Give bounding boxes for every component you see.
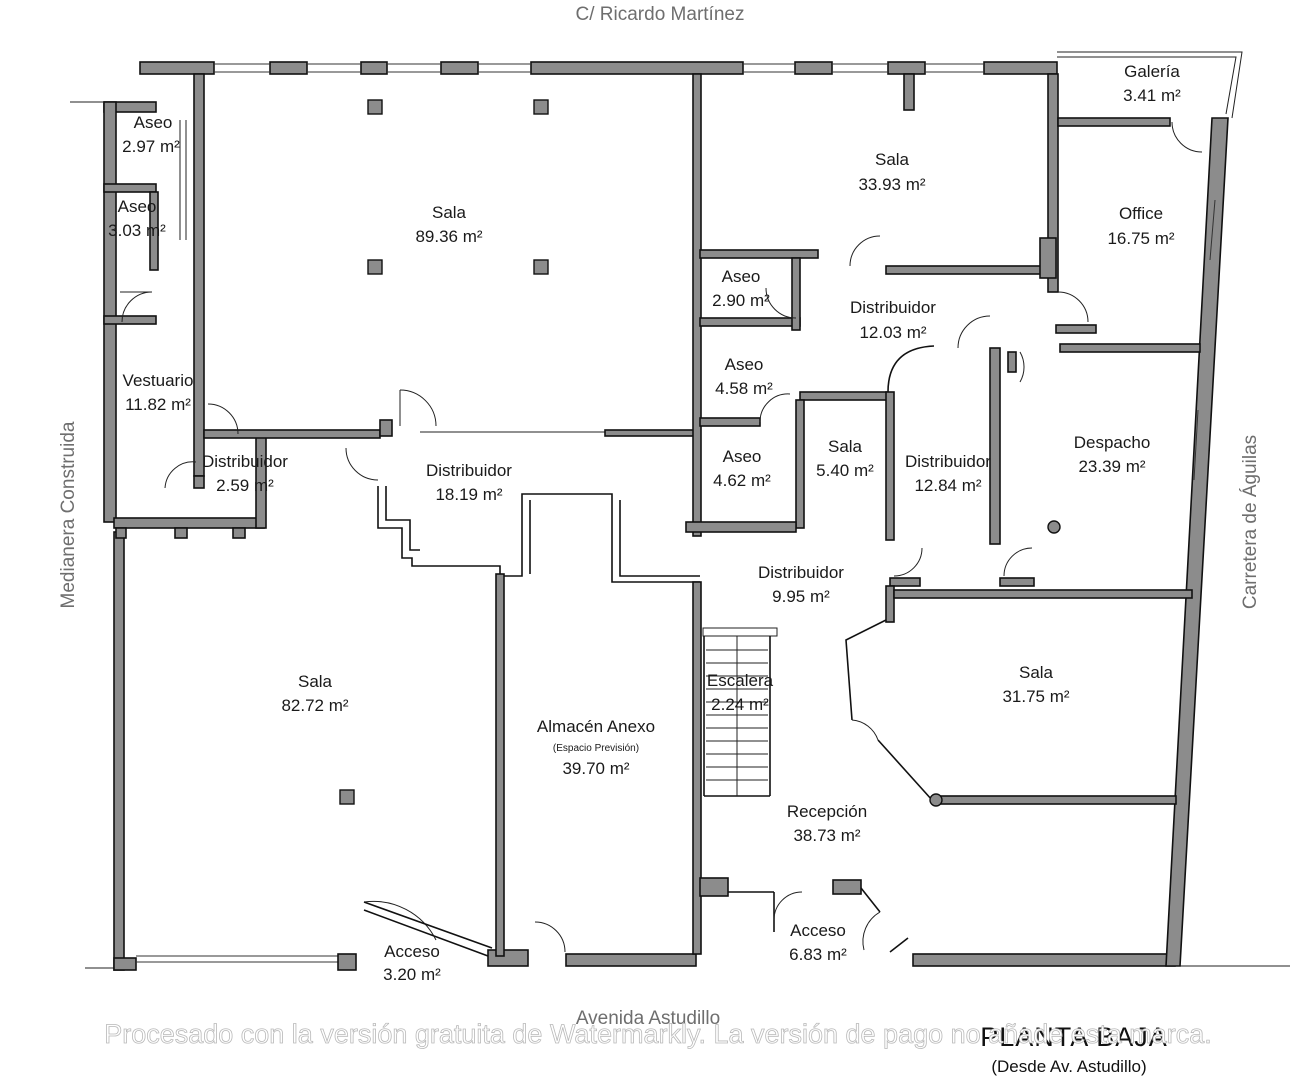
room-area: 3.41 m² [1123,86,1181,105]
room-name: Almacén Anexo [537,717,655,736]
pillars [339,99,1061,805]
room-area: 5.40 m² [816,461,874,480]
room-name: Sala [432,203,467,222]
room-name: Acceso [384,942,440,961]
room-name: Sala [828,437,863,456]
room-name: Aseo [722,267,761,286]
room-name: Sala [1019,663,1054,682]
room-area: 6.83 m² [789,945,847,964]
room-area: 23.39 m² [1078,457,1145,476]
room-name: Acceso [790,921,846,940]
street-left-label: Medianera Construida [58,421,79,608]
street-right-label: Carretera de Águilas [1240,435,1261,609]
room-name: Sala [875,150,910,169]
room-name: Aseo [118,197,157,216]
outer-walls [70,51,1290,971]
room-area: 89.36 m² [415,227,482,246]
room-area: 2.90 m² [712,291,770,310]
door-swings [120,121,1203,957]
room-area: 4.62 m² [713,471,771,490]
plan-subtitle: (Desde Av. Astudillo) [991,1057,1146,1076]
room-area: 2.59 m² [216,476,274,495]
room-name: Distribuidor [426,461,512,480]
room-area: 16.75 m² [1107,229,1174,248]
room-name: Aseo [134,113,173,132]
room-name: Escalera [707,671,774,690]
room-name: Aseo [723,447,762,466]
room-name: Recepción [787,802,867,821]
room-area: 9.95 m² [772,587,830,606]
room-area: 38.73 m² [793,826,860,845]
plan-title: PLANTA BAJA [980,1022,1168,1052]
room-area: 12.84 m² [914,476,981,495]
room-note: (Espacio Previsión) [553,743,639,754]
room-name: Aseo [725,355,764,374]
room-name: Sala [298,672,333,691]
room-area: 4.58 m² [715,379,773,398]
room-name: Galería [1124,62,1180,81]
room-name: Distribuidor [202,452,288,471]
room-area: 11.82 m² [125,395,191,414]
room-area: 2.24 m² [711,695,769,714]
room-area: 82.72 m² [281,696,348,715]
room-area: 18.19 m² [435,485,502,504]
room-labels: Aseo 2.97 m² Aseo 3.03 m² Vestuario 11.8… [108,62,1181,984]
watermark-text: Procesado con la versión gratuita de Wat… [104,1019,1212,1049]
room-area: 3.03 m² [108,221,166,240]
street-bottom-label: Avenida Astudillo [576,1008,720,1029]
room-area: 33.93 m² [858,175,925,194]
room-area: 3.20 m² [383,965,441,984]
room-area: 31.75 m² [1002,687,1069,706]
room-name: Despacho [1074,433,1151,452]
stair-treads [706,636,768,796]
room-name: Office [1119,204,1163,223]
room-area: 2.97 m² [122,137,180,156]
interior-walls [103,73,1201,957]
street-top-label: C/ Ricardo Martínez [576,4,745,25]
room-area: 12.03 m² [859,323,926,342]
room-name: Distribuidor [758,563,844,582]
room-name: Vestuario [123,371,194,390]
room-name: Distribuidor [905,452,991,471]
room-area: 39.70 m² [562,759,629,778]
room-name: Distribuidor [850,298,936,317]
